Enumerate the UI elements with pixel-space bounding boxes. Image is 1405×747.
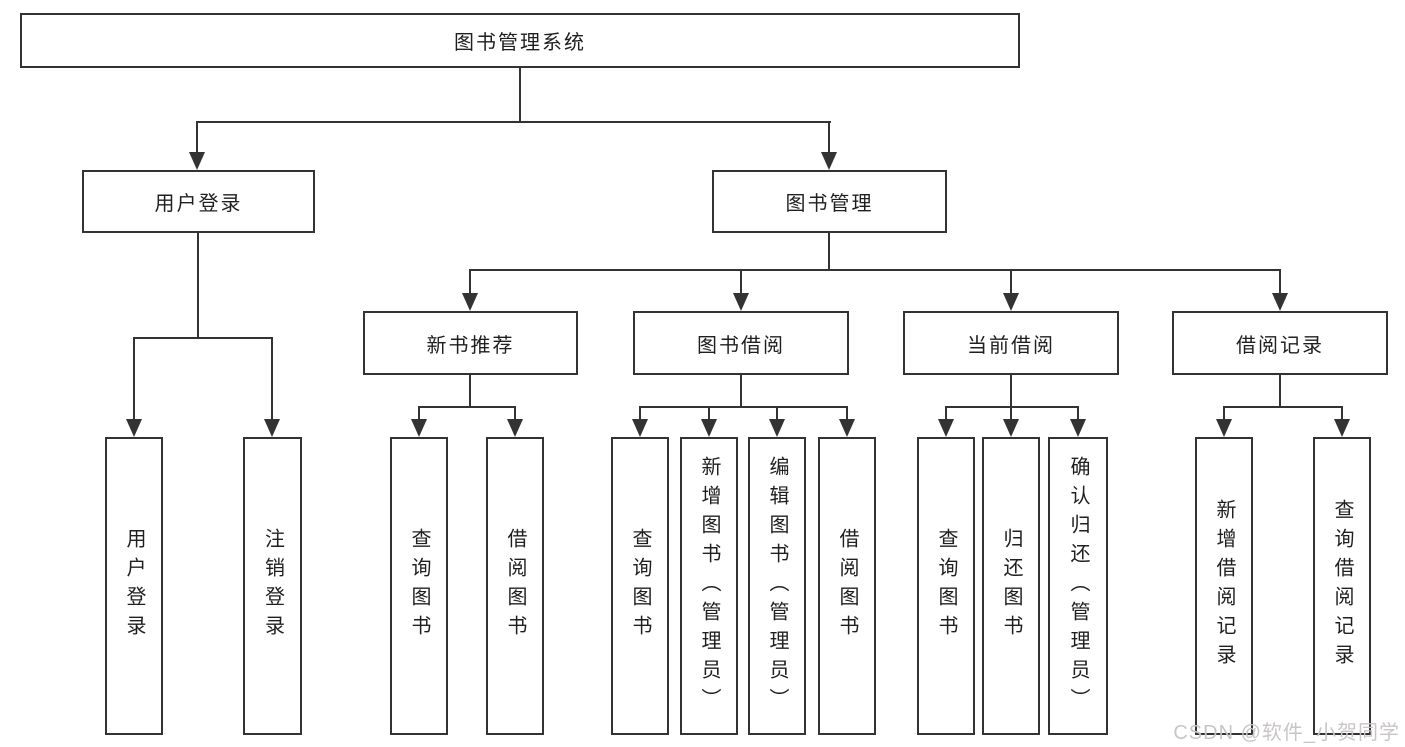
node-borrow-records-label: 借阅记录 <box>1236 334 1324 357</box>
arrow-down-icon <box>189 152 205 170</box>
leaf-current-return-books: 归还图书 <box>982 437 1040 735</box>
leaf-records-query-borrow-record-label: 查询借阅记录 <box>1331 499 1353 673</box>
leaf-borrow-add-books-admin: 新增图书（管理员） <box>680 437 738 735</box>
leaf-records-add-borrow-record: 新增借阅记录 <box>1195 437 1253 735</box>
arrow-down-icon <box>938 419 954 437</box>
leaf-logout-label: 注销登录 <box>261 528 284 644</box>
arrow-down-icon <box>462 293 478 311</box>
csdn-watermark: CSDN @软件_小贺同学 <box>1173 722 1400 744</box>
arrow-down-icon <box>769 419 785 437</box>
connector-line <box>1279 269 1281 297</box>
leaf-logout: 注销登录 <box>243 437 302 735</box>
leaf-borrow-add-books-admin-label: 新增图书（管理员） <box>698 455 720 717</box>
connector-line <box>197 233 199 337</box>
connector-line <box>1341 406 1343 422</box>
leaf-current-query-books-label: 查询图书 <box>935 528 957 644</box>
connector-line <box>418 406 420 422</box>
leaf-borrow-borrow-books-label: 借阅图书 <box>836 528 858 644</box>
connector-line <box>1010 406 1012 422</box>
connector-line <box>708 406 710 422</box>
leaf-recommend-borrow-books-label: 借阅图书 <box>504 528 526 644</box>
arrow-down-icon <box>411 419 427 437</box>
leaf-records-query-borrow-record: 查询借阅记录 <box>1313 437 1371 735</box>
connector-line <box>640 406 847 408</box>
connector-line <box>828 233 830 269</box>
node-book-borrow-label: 图书借阅 <box>697 334 785 357</box>
arrow-down-icon <box>821 152 837 170</box>
connector-line <box>133 337 135 421</box>
arrow-down-icon <box>1003 419 1019 437</box>
connector-line <box>945 406 947 422</box>
connector-line <box>514 406 516 422</box>
arrow-down-icon <box>839 419 855 437</box>
arrow-down-icon <box>264 419 280 437</box>
arrow-down-icon <box>1070 419 1086 437</box>
arrow-down-icon <box>733 293 749 311</box>
leaf-borrow-borrow-books: 借阅图书 <box>818 437 876 735</box>
leaf-recommend-query-books: 查询图书 <box>390 437 448 735</box>
leaf-current-confirm-return-admin-label: 确认归还（管理员） <box>1067 455 1089 717</box>
connector-line <box>419 406 515 408</box>
connector-line <box>1279 375 1281 406</box>
connector-line <box>639 406 641 422</box>
connector-line <box>469 375 471 406</box>
leaf-current-query-books: 查询图书 <box>917 437 975 735</box>
arrow-down-icon <box>1272 293 1288 311</box>
arrow-down-icon <box>1334 419 1350 437</box>
node-book-management: 图书管理 <box>712 170 947 233</box>
leaf-borrow-edit-books-admin-label: 编辑图书（管理员） <box>766 455 788 717</box>
node-root-label: 图书管理系统 <box>454 32 586 54</box>
arrow-down-icon <box>126 419 142 437</box>
connector-line <box>197 121 831 123</box>
node-new-book-recommend-label: 新书推荐 <box>426 334 515 357</box>
leaf-current-return-books-label: 归还图书 <box>1000 528 1022 644</box>
leaf-records-add-borrow-record-label: 新增借阅记录 <box>1213 499 1235 673</box>
connector-line <box>846 406 848 422</box>
connector-line <box>519 68 521 122</box>
leaf-borrow-edit-books-admin: 编辑图书（管理员） <box>748 437 806 735</box>
leaf-user-login-label: 用户登录 <box>123 528 145 644</box>
connector-line <box>740 269 742 297</box>
connector-line <box>946 406 1078 408</box>
connector-line <box>271 337 273 421</box>
connector-line <box>1077 406 1079 422</box>
connector-line <box>1224 406 1342 408</box>
node-book-management-label: 图书管理 <box>785 193 874 215</box>
node-current-borrow: 当前借阅 <box>903 311 1119 375</box>
leaf-borrow-query-books-label: 查询图书 <box>629 528 651 644</box>
node-root: 图书管理系统 <box>20 13 1020 68</box>
arrow-down-icon <box>1003 293 1019 311</box>
connector-line <box>776 406 778 422</box>
leaf-user-login: 用户登录 <box>105 437 163 735</box>
connector-line <box>1223 406 1225 422</box>
leaf-current-confirm-return-admin: 确认归还（管理员） <box>1048 437 1108 735</box>
node-new-book-recommend: 新书推荐 <box>363 311 578 375</box>
arrow-down-icon <box>701 419 717 437</box>
node-user-login: 用户登录 <box>82 170 315 233</box>
leaf-recommend-borrow-books: 借阅图书 <box>486 437 544 735</box>
connector-line <box>196 121 198 157</box>
connector-line <box>134 337 273 339</box>
node-current-borrow-label: 当前借阅 <box>967 334 1055 357</box>
node-user-login-label: 用户登录 <box>154 193 243 215</box>
leaf-borrow-query-books: 查询图书 <box>611 437 669 735</box>
connector-line <box>828 121 830 157</box>
node-book-borrow: 图书借阅 <box>633 311 849 375</box>
connector-line <box>470 269 1280 271</box>
leaf-recommend-query-books-label: 查询图书 <box>408 528 430 644</box>
connector-line <box>1010 269 1012 297</box>
arrow-down-icon <box>1216 419 1232 437</box>
node-borrow-records: 借阅记录 <box>1172 311 1388 375</box>
connector-line <box>469 269 471 297</box>
connector-line <box>740 375 742 406</box>
connector-line <box>1010 375 1012 406</box>
arrow-down-icon <box>507 419 523 437</box>
arrow-down-icon <box>632 419 648 437</box>
